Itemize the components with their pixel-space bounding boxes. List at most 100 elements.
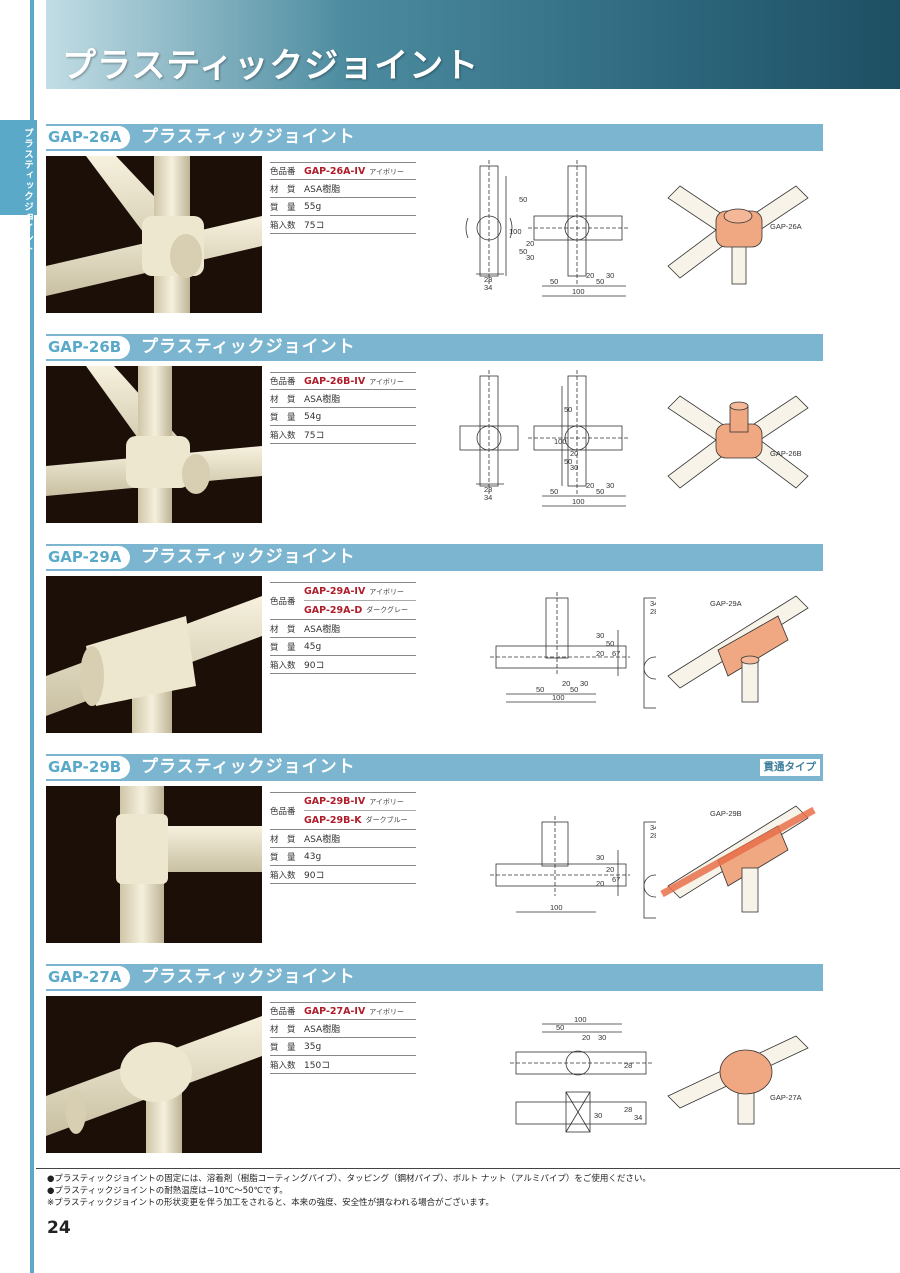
section-code: GAP-26A	[46, 126, 131, 149]
color-code: GAP-27A-IV	[304, 1005, 366, 1017]
spec-label: 質 量	[270, 202, 296, 213]
product-photo	[46, 786, 262, 943]
dim-label: 50	[536, 685, 544, 694]
dim-label: 30	[526, 253, 534, 262]
spec-value: 75コ	[304, 221, 325, 231]
dim-label: 20	[570, 449, 578, 458]
section-title: プラスティックジョイント	[141, 127, 356, 147]
section-title: プラスティックジョイント	[141, 547, 356, 567]
dim-label: 20	[526, 239, 534, 248]
render-label: GAP-27A	[770, 1093, 802, 1102]
spec-label: 質 量	[270, 642, 296, 653]
dim-label: 50	[596, 487, 604, 496]
render-label: GAP-26B	[770, 449, 802, 458]
dim-label: 50	[519, 195, 527, 204]
section-code: GAP-27A	[46, 966, 131, 989]
dim-label: 100	[574, 1015, 587, 1024]
spec-value: 90コ	[304, 871, 325, 881]
dim-label: 34	[650, 599, 656, 608]
spec-label: 材 質	[270, 834, 296, 845]
dim-label: 50	[550, 277, 558, 286]
dim-label: 20	[586, 481, 594, 490]
render-label: GAP-29B	[710, 809, 742, 818]
section-header-bar	[46, 754, 823, 781]
spec-value: ASA樹脂	[304, 625, 341, 635]
dim-label: 20	[596, 649, 604, 658]
dim-label: 28	[484, 275, 492, 284]
spec-value: 55g	[304, 201, 322, 212]
technical-drawing: 34 28 30 20 50 67 50 20 30 50 100	[490, 592, 656, 709]
spec-value: 54g	[304, 411, 322, 422]
color-name: アイボリー	[369, 587, 404, 596]
spec-label: 色品番	[270, 597, 296, 607]
dim-label: 50	[564, 457, 572, 466]
dim-label: 20	[582, 1033, 590, 1042]
dim-label: 28	[624, 1105, 632, 1114]
spec-label: 箱入数	[270, 660, 296, 671]
color-code: GAP-29B-K	[304, 814, 362, 826]
joint-render: GAP-26B	[667, 395, 809, 489]
spec-row-weight: 質 量 55g	[270, 198, 416, 216]
dim-label: 100	[572, 287, 585, 296]
section-title: プラスティックジョイント	[141, 757, 356, 777]
spec-value: 75コ	[304, 431, 325, 441]
technical-drawing: 100 50 20 30 28 30 28 34	[510, 1015, 652, 1133]
dim-label: 100	[552, 693, 565, 702]
note-item: ※プラスティックジョイントの形状変更を伴う加工をされると、本来の強度、安全性が損…	[47, 1198, 494, 1208]
dim-label: 67	[612, 875, 620, 884]
spec-value: 35g	[304, 1041, 322, 1052]
spec-label: 材 質	[270, 184, 296, 195]
product-photo	[46, 996, 262, 1153]
dim-label: 30	[596, 853, 604, 862]
side-tab[interactable]	[0, 120, 37, 215]
dim-label: 50	[556, 1023, 564, 1032]
spec-label: 箱入数	[270, 1060, 296, 1071]
technical-drawing: 50 100 50 30 20 28 34 50 20 30 50 100	[465, 160, 630, 297]
spec-label: 箱入数	[270, 430, 296, 441]
footer-divider	[36, 1168, 900, 1169]
left-stripe	[30, 0, 34, 1273]
type-badge: 貫通タイプ	[759, 759, 820, 776]
color-name: アイボリー	[369, 377, 404, 386]
joint-render: GAP-29B	[660, 805, 816, 913]
dim-label: 50	[564, 405, 572, 414]
dim-label: 30	[606, 271, 614, 280]
spec-label: 材 質	[270, 394, 296, 405]
dim-label: 30	[598, 1033, 606, 1042]
section-header-bar	[46, 334, 823, 361]
spec-label: 色品番	[270, 167, 296, 177]
dim-label: 30	[596, 631, 604, 640]
section-code: GAP-26B	[46, 336, 131, 359]
product-photo	[46, 366, 262, 523]
color-name: アイボリー	[369, 167, 404, 176]
dim-label: 20	[562, 679, 570, 688]
section-title: プラスティックジョイント	[141, 967, 356, 987]
render-label: GAP-29A	[710, 599, 742, 608]
notes: ●プラスティックジョイントの固定には、溶着剤（樹脂コーティングパイプ）、タッピン…	[47, 1173, 651, 1209]
dim-label: 20	[586, 271, 594, 280]
spec-row-qty: 箱入数 75コ	[270, 426, 416, 444]
spec-label: 色品番	[270, 377, 296, 387]
section-code: GAP-29B	[46, 756, 131, 779]
dim-label: 30	[606, 481, 614, 490]
dim-label: 30	[580, 679, 588, 688]
note-item: ●プラスティックジョイントの耐熱温度は−10℃～50℃です。	[47, 1186, 288, 1196]
joint-render: GAP-26A	[667, 185, 809, 285]
color-code: GAP-29A-D	[304, 604, 363, 616]
dim-label: 50	[570, 685, 578, 694]
